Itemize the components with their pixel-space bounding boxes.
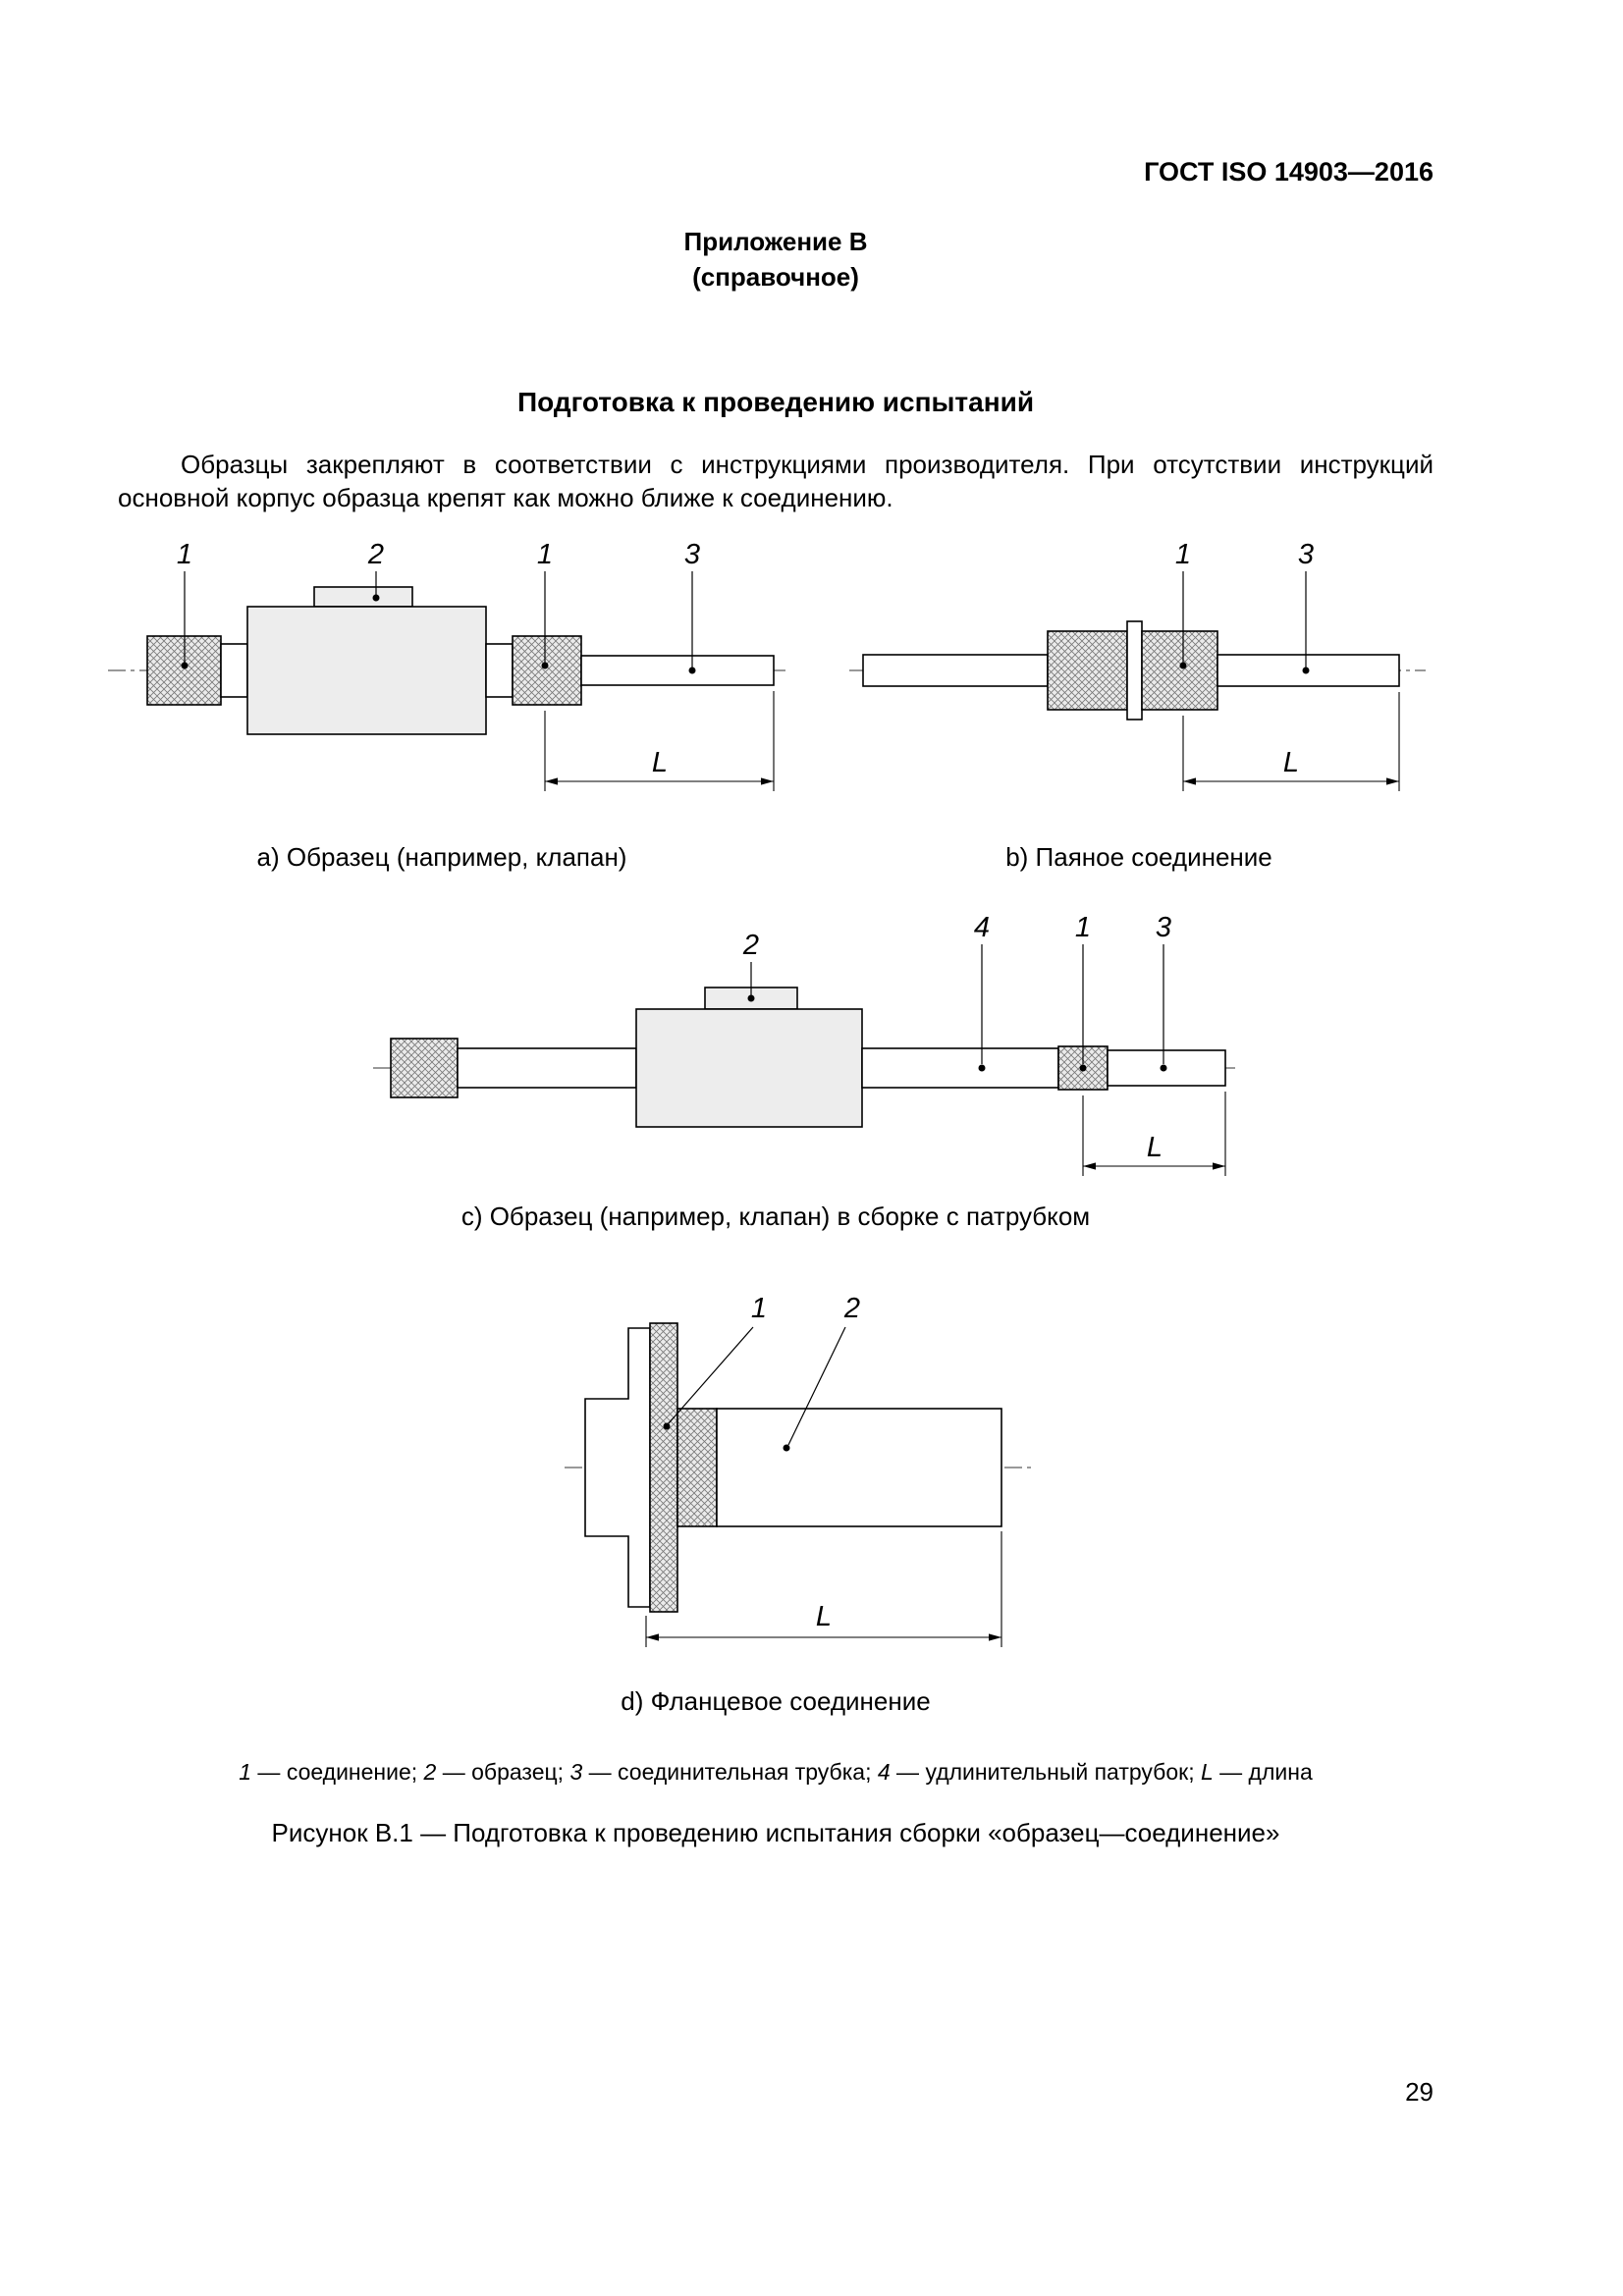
- figure-b-drawing: 1 3 L: [849, 539, 1426, 791]
- legend-desc: — соединительная трубка;: [582, 1759, 878, 1785]
- figure-c-drawing: 2 4 1 3 L: [373, 912, 1235, 1176]
- stub-right: [485, 643, 514, 698]
- figure-a-caption: a) Образец (например, клапан): [256, 842, 627, 872]
- leader-lines: [1179, 571, 1310, 674]
- specimen-top-boss: [313, 586, 413, 608]
- part-label: 3: [1298, 539, 1314, 570]
- extension-pipe: [861, 1047, 1059, 1089]
- figure-a-drawing: 1 2 1 3 L: [108, 539, 787, 791]
- specimen-body: [246, 606, 487, 735]
- section-title: Подготовка к проведению испытаний: [516, 387, 1035, 417]
- legend-desc: — соединение;: [251, 1759, 424, 1785]
- dimension-L: L: [1082, 1092, 1226, 1176]
- joint-right: [512, 635, 582, 706]
- legend-key: 4: [877, 1759, 891, 1785]
- connecting-tube: [580, 655, 775, 686]
- sleeve-ring: [1126, 620, 1143, 721]
- figure-d-drawing: 1 2 L: [565, 1293, 1033, 1647]
- flange-assembly: [584, 1322, 1002, 1613]
- figure-number-caption: Рисунок В.1 — Подготовка к проведению ис…: [271, 1818, 1280, 1847]
- specimen-body: [635, 1008, 863, 1128]
- part-label: 1: [1175, 539, 1191, 570]
- dim-label: L: [1283, 747, 1299, 778]
- legend-desc: — образец;: [436, 1759, 570, 1785]
- legend-key: 3: [569, 1759, 583, 1785]
- brazed-assembly: [862, 620, 1400, 721]
- joint-left: [390, 1038, 459, 1098]
- figure-b-caption: b) Паяное соединение: [1005, 842, 1272, 872]
- counter-flange: [584, 1327, 651, 1608]
- part-label: 1: [177, 539, 192, 570]
- legend-key: 1: [239, 1759, 252, 1785]
- appendix-title: Приложение В: [683, 227, 868, 256]
- flange-joint-disc: [649, 1322, 678, 1613]
- leader-lines: [663, 1326, 846, 1452]
- stub-left: [220, 643, 248, 698]
- figure-legend: 1 — соединение; 2 — образец; 3 — соедини…: [118, 1759, 1434, 1786]
- specimen-extension-assembly: [390, 987, 1226, 1128]
- joint-sleeve-left: [1047, 630, 1128, 711]
- legend-desc: — длина: [1213, 1759, 1313, 1785]
- tube-left: [862, 654, 1049, 687]
- dim-label: L: [1147, 1132, 1163, 1163]
- part-label: 1: [1075, 912, 1091, 943]
- figure-d-caption: d) Фланцевое соединение: [621, 1686, 931, 1716]
- dimension-L: L: [645, 1531, 1002, 1647]
- part-label: 1: [751, 1293, 767, 1324]
- legend-desc: — удлинительный патрубок;: [890, 1759, 1201, 1785]
- part-label: 2: [843, 1293, 860, 1324]
- document-header: ГОСТ ISO 14903—2016: [1144, 157, 1434, 187]
- leader-lines: [181, 571, 696, 674]
- specimen-tube: [716, 1408, 1002, 1527]
- dimension-L: L: [1182, 692, 1400, 791]
- joint-sleeve-right: [1141, 630, 1218, 711]
- dim-label: L: [652, 747, 668, 778]
- body-paragraph: Образцы закрепляют в соответствии с инст…: [118, 450, 1434, 512]
- part-label: 2: [742, 930, 759, 961]
- leader-lines: [747, 944, 1167, 1072]
- page-number: 29: [1405, 2077, 1434, 2107]
- part-label: 3: [684, 539, 700, 570]
- dim-label: L: [816, 1601, 832, 1632]
- legend-key: L: [1200, 1759, 1214, 1785]
- part-label: 4: [974, 912, 990, 943]
- appendix-subtitle: (справочное): [692, 262, 859, 292]
- legend-key: 2: [423, 1759, 437, 1785]
- figure-c-caption: c) Образец (например, клапан) в сборке с…: [460, 1201, 1091, 1231]
- tube-left: [457, 1047, 637, 1089]
- part-label: 3: [1156, 912, 1171, 943]
- part-label: 2: [367, 539, 384, 570]
- flange-hub: [676, 1408, 718, 1527]
- dimension-L: L: [544, 691, 775, 791]
- part-label: 1: [537, 539, 553, 570]
- specimen-assembly: [146, 586, 775, 735]
